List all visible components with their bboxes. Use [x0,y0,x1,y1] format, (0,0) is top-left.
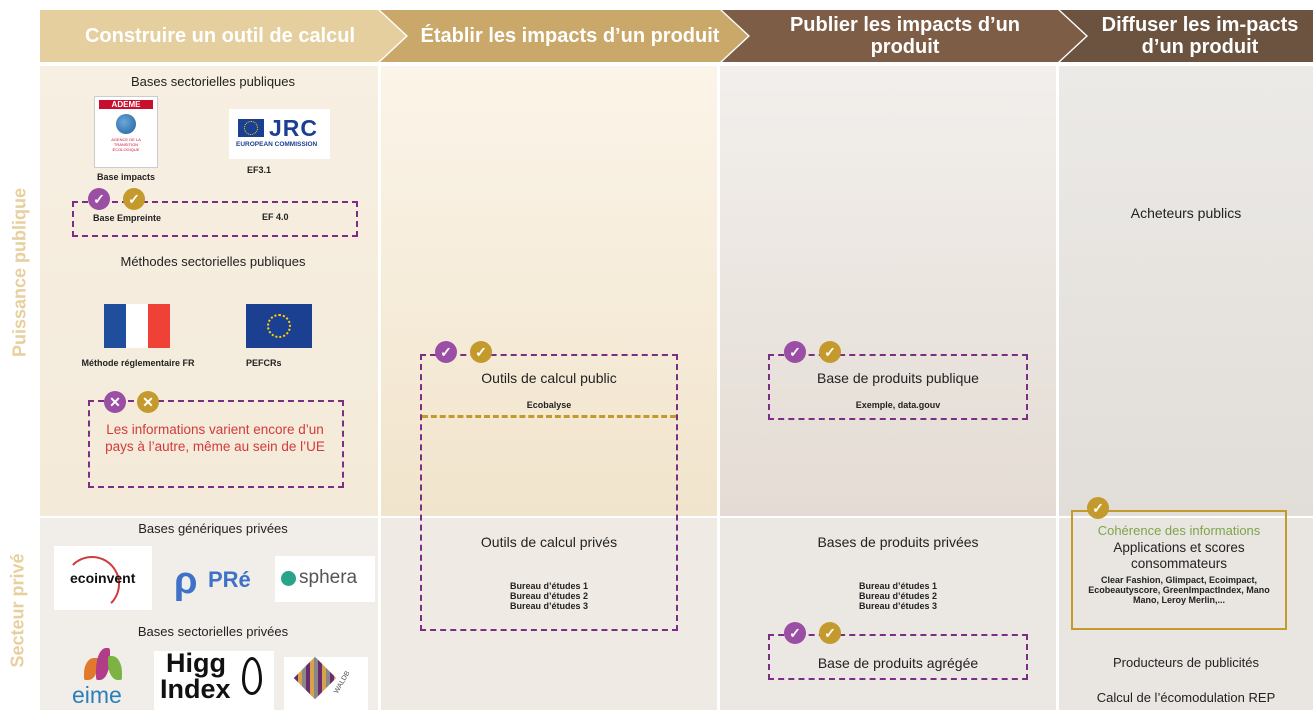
eu-flag-icon [246,304,312,348]
jrc-caption: EF3.1 [246,165,271,175]
public-private-divider [422,415,676,418]
header-publish-impacts: Publier les impacts d’un produit [789,14,1021,58]
consumer-apps-box [1071,510,1287,630]
header-chevron-3 [722,10,1086,62]
header-chevron-1 [40,10,406,62]
higg-logo-text: Higg [166,648,226,678]
consumer-apps-list: Clear Fashion, Glimpact, Ecoimpact, Ecob… [1088,575,1270,605]
globe-icon [116,114,136,134]
check-icon: ✓ [1087,497,1109,519]
col4-public-bg [1059,66,1313,516]
private-calc-tools-list: Bureau d’études 1 Bureau d’études 2 Bure… [420,581,678,611]
pre-swirl-icon: ρ [174,560,198,602]
list-item: Bureau d’études 1 [509,581,589,591]
waldb-icon [293,656,337,700]
data-gouv-label: Exemple, data.gouv [855,400,941,410]
private-product-db-title: Bases de produits privées [817,534,979,550]
public-calc-tools-title: Outils de calcul public [481,370,617,386]
pefcr-caption: PEFCRs [246,358,282,368]
index-logo-text: Index [160,674,231,704]
calc-tools-box [420,354,678,631]
jrc-logo-subtitle: EUROPEAN COMMISSION [236,141,318,148]
header-build-tool: Construire un outil de calcul [84,25,356,47]
side-label-private: Secteur privé [7,553,28,668]
public-product-db-title: Base de produits publique [817,370,979,386]
aggregated-product-db-box [768,634,1028,680]
sphera-logo-text: sphera [299,567,358,588]
ecoinvent-logo: ecoinvent [54,546,152,612]
public-sector-methods-title: Méthodes sectorielles publiques [120,254,306,269]
warning-box [88,400,344,488]
ademe-logo-text: ADEME [99,100,153,109]
public-bases-box [72,201,358,237]
coherence-label: Cohérence des informations [1097,523,1261,538]
jrc-logo-text: JRC [269,115,319,141]
col4-private-bg [1059,518,1313,710]
cross-icon: ✕ [104,391,126,413]
eu-flag-icon [238,119,264,137]
pre-logo: ρ PRé [174,556,266,604]
header-chevrons [40,10,1313,62]
list-item: Bureau d’études 2 [509,591,589,601]
check-icon: ✓ [470,341,492,363]
french-method-caption: Méthode réglementaire FR [81,358,195,368]
check-icon: ✓ [88,188,110,210]
rep-ecomodulation-label: Calcul de l’écomodulation REP [1096,690,1276,705]
sphera-logo: sphera [275,556,375,602]
private-product-db-list: Bureau d’études 1 Bureau d’études 2 Bure… [768,581,1028,611]
check-icon: ✓ [819,341,841,363]
check-icon: ✓ [819,622,841,644]
private-calc-tools-title: Outils de calcul privés [480,534,618,550]
list-item: Bureau d’études 3 [509,601,589,611]
check-icon: ✓ [784,341,806,363]
pre-logo-text: PRé [208,567,251,592]
check-icon: ✓ [435,341,457,363]
private-generic-bases-title: Bases génériques privées [138,521,288,536]
header-establish-impacts: Établir les impacts d’un produit [420,25,720,47]
base-empreinte-label: Base Empreinte [93,213,162,223]
check-icon: ✓ [784,622,806,644]
private-sectoral-bases-title: Bases sectorielles privées [137,624,289,639]
public-buyers-label: Acheteurs publics [1130,205,1242,221]
list-item: Bureau d’études 3 [858,601,938,611]
list-item: Bureau d’études 2 [858,591,938,601]
french-flag-icon [104,304,170,348]
waldb-logo-text: WALDB [333,670,352,695]
side-label-public: Puissance publique [9,187,30,358]
header-chevron-4 [1060,10,1313,62]
list-item: Bureau d’études 1 [858,581,938,591]
ademe-logo: ADEME AGENCE DE LA TRANSITION ÉCOLOGIQUE [94,96,158,168]
eime-logo: eime [66,648,142,710]
col2-private-bg [381,518,717,710]
col3-public-bg [720,66,1056,516]
leaf-icon [242,657,262,695]
ademe-logo-subtitle: AGENCE DE LA TRANSITION ÉCOLOGIQUE [111,137,141,152]
higg-index-logo: Higg Index [154,648,274,710]
ad-producers-label: Producteurs de publicités [1113,655,1259,670]
col2-public-bg [381,66,717,516]
header-chevron-2 [380,10,748,62]
sphera-icon [281,571,296,586]
ef40-label: EF 4.0 [262,212,289,222]
ecoinvent-logo-text: ecoinvent [70,570,136,586]
eime-logo-text: eime [72,682,122,708]
public-sector-bases-title: Bases sectorielles publiques [130,74,296,89]
ecobalyse-label: Ecobalyse [526,400,572,410]
public-product-db-box [768,354,1028,420]
aggregated-product-db-title: Base de produits agrégée [817,655,979,671]
leaf-icon [84,648,122,682]
cross-icon: ✕ [137,391,159,413]
ademe-caption: Base impacts [96,172,156,182]
check-icon: ✓ [123,188,145,210]
jrc-logo: JRC EUROPEAN COMMISSION [229,109,330,159]
consumer-apps-title: Applications et scores consommateurs [1113,540,1245,571]
warning-text: Les informations varient encore d’un pay… [105,422,325,454]
header-diffuse-impacts: Diffuser les im-pacts d’un produit [1101,14,1299,58]
waldb-logo: WALDB [284,656,368,710]
